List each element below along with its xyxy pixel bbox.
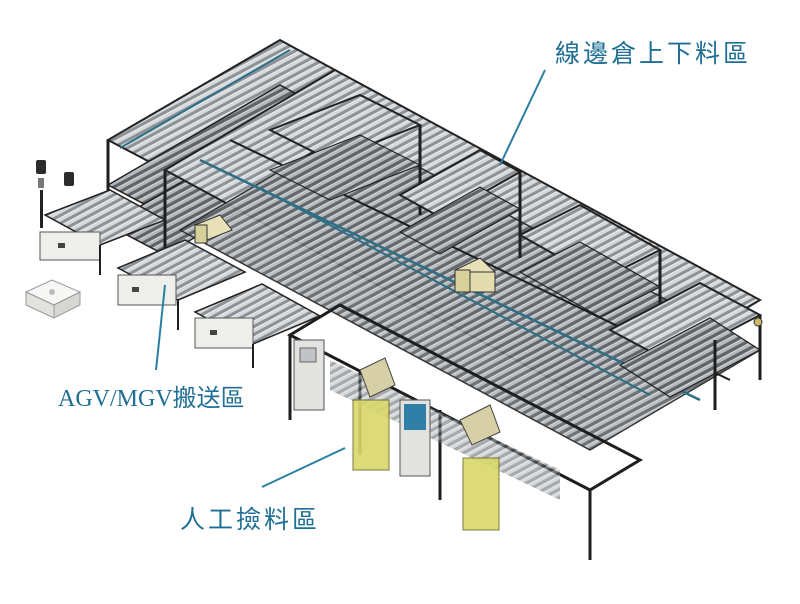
agv-transfer-station-3 (193, 283, 322, 368)
control-cabinet-1 (293, 339, 325, 411)
control-cabinet-2 (399, 399, 431, 477)
signal-light-2 (64, 172, 74, 186)
agv-transfer-station-2 (116, 239, 247, 330)
rack-module-3 (397, 148, 523, 258)
manual-station-2 (459, 404, 501, 531)
manual-station-1 (352, 357, 396, 471)
agv-transfer-station-1 (39, 189, 167, 275)
label-agv-mgv-transport: AGV/MGV搬送區 (58, 386, 245, 412)
tote-box-1 (194, 214, 233, 244)
leader-line-agv-mgv (155, 284, 166, 371)
leader-line-line-side-warehouse (499, 69, 546, 166)
manual-station-frame (286, 303, 644, 560)
rack-module-5 (607, 281, 763, 410)
agv-robot-icon (24, 279, 82, 319)
rack-module-4 (517, 203, 663, 330)
tote-box-2 (454, 257, 496, 293)
label-line-side-warehouse: 線邊倉上下料區 (555, 39, 752, 68)
leader-line-manual-picking (261, 447, 346, 488)
sensor-icon (753, 317, 763, 327)
label-manual-picking: 人工撿料區 (180, 505, 321, 534)
signal-light-1 (36, 160, 46, 228)
